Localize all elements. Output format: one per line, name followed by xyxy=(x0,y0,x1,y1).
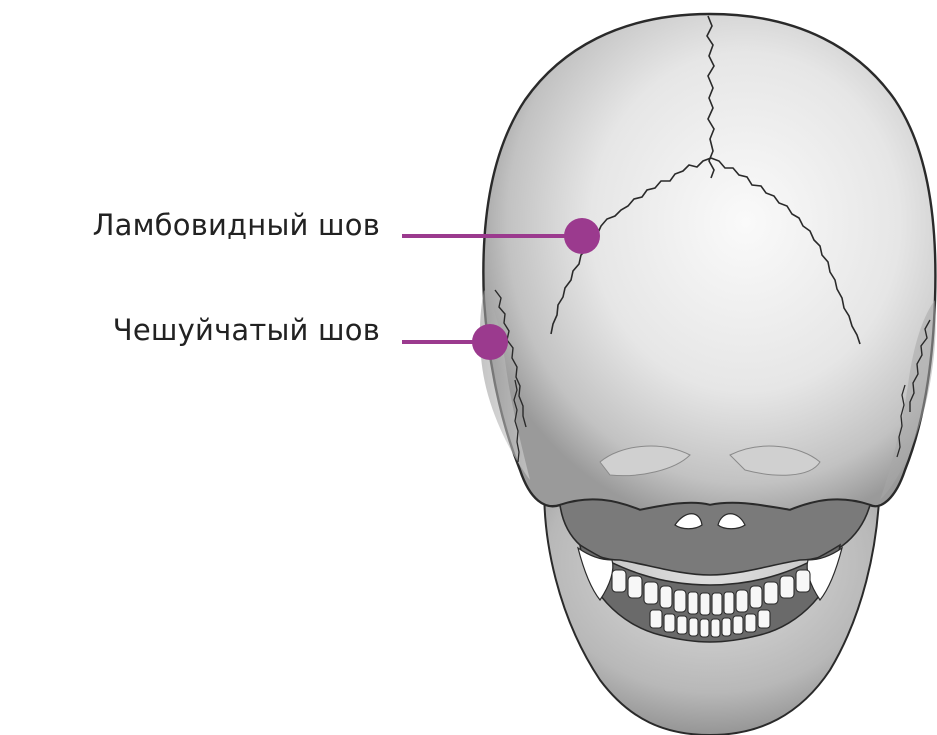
cranium xyxy=(483,14,935,510)
squamous-marker-dot xyxy=(472,324,508,360)
lambdoid-marker-dot xyxy=(564,218,600,254)
